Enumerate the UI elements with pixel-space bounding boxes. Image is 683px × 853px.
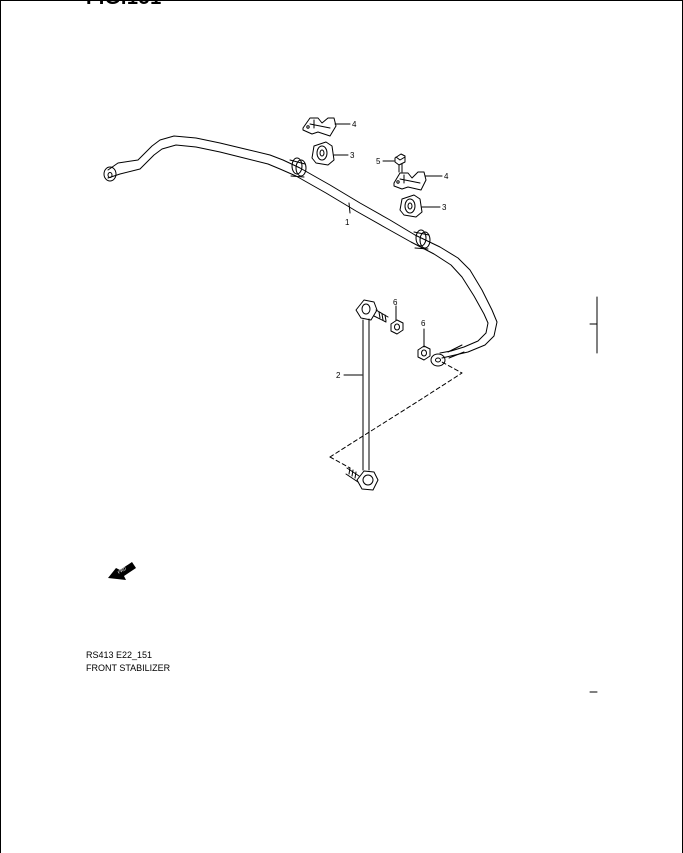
link-nut-upper [390,319,404,335]
figure-name: FRONT STABILIZER [86,663,171,673]
left-border [0,0,1,853]
stabilizer-bar [103,135,498,367]
callout-3b: 3 [442,203,447,212]
figure-title: FIG.151 [86,0,162,8]
link-nut-lower [417,345,431,361]
callout-labels: 1 2 3 3 4 4 5 6 6 [336,120,449,380]
callout-6b: 6 [421,319,426,328]
callout-1: 1 [345,218,350,227]
figure-code: RS413 E22_151 [86,650,153,660]
fwd-label: FWD [117,566,127,575]
callout-3a: 3 [350,151,355,160]
stabilizer-bracket-upper [302,117,337,137]
callout-leaders [333,123,443,376]
stabilizer-bushing-lower [399,194,423,218]
callout-2: 2 [336,371,341,380]
bracket-bolt [394,153,406,173]
stabilizer-link [345,299,389,491]
callout-4b: 4 [444,172,449,181]
callout-4a: 4 [352,120,357,129]
top-border [0,0,683,1]
fwd-arrow-icon: FWD [108,562,136,580]
margin-marker [589,296,598,354]
callout-6a: 6 [393,298,398,307]
stabilizer-bracket-lower [393,171,427,191]
stabilizer-bushing-upper [311,141,335,166]
assembly-guide-lines [329,361,463,469]
callout-5: 5 [376,157,381,166]
